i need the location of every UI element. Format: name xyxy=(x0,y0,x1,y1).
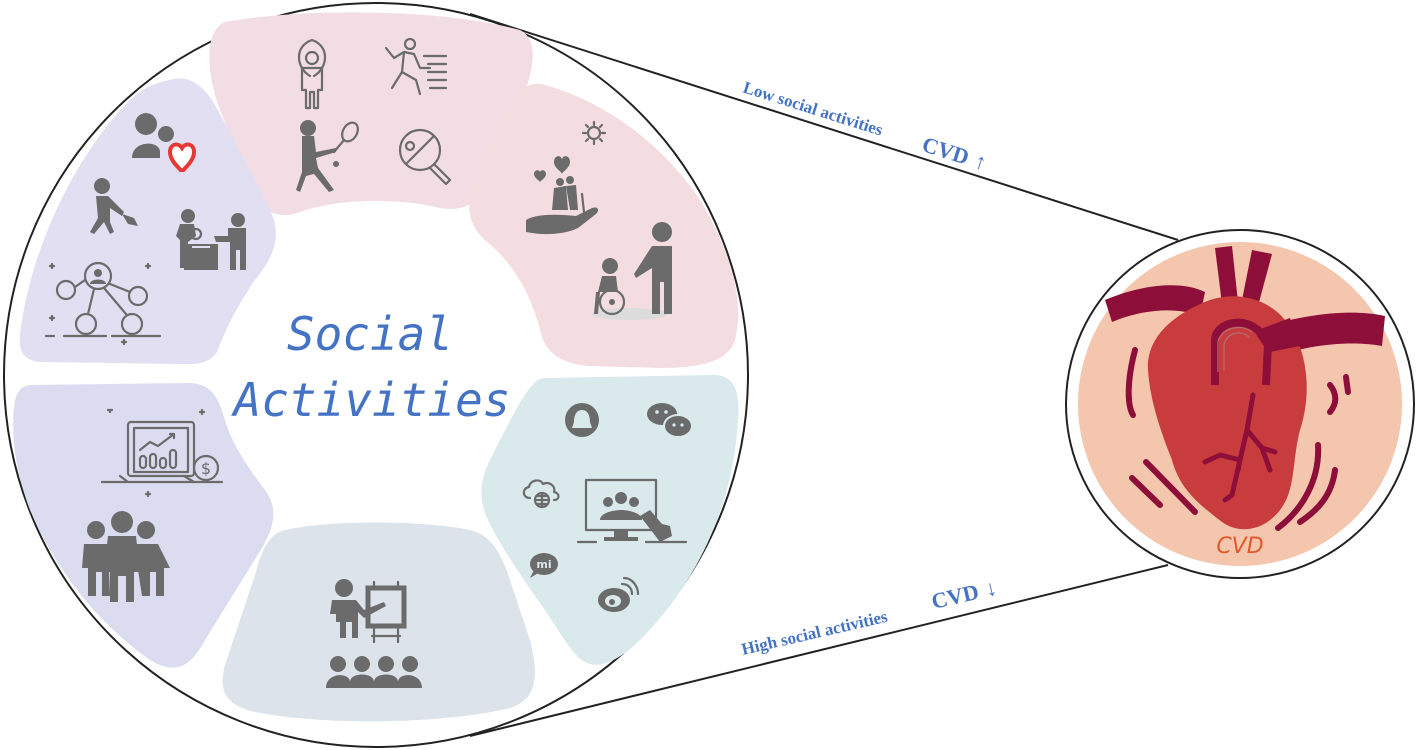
segment-caregiving xyxy=(469,83,739,368)
team-group-icon xyxy=(82,511,170,602)
low-social-outcome: CVD xyxy=(919,131,972,169)
laptop-finance-icon: $ xyxy=(100,408,224,498)
segment-education xyxy=(222,522,535,722)
low-social-text: Low social activities xyxy=(741,78,886,140)
segment-online-social: mi xyxy=(481,375,739,665)
network-people-icon xyxy=(44,261,162,346)
cvd-heart-label: CVD xyxy=(1216,534,1263,559)
online-meeting-icon xyxy=(576,478,688,544)
high-social-outcome: CVD xyxy=(929,579,981,614)
cvd-heart-circle: CVD xyxy=(1065,229,1415,579)
sweeping-icon xyxy=(90,178,138,234)
charity-people-icon xyxy=(132,113,197,173)
segment-sports-bg xyxy=(209,12,533,216)
segment-education-bg xyxy=(222,522,535,722)
svg-text:mi: mi xyxy=(536,558,551,571)
tennis-icon xyxy=(296,120,359,192)
running-icon xyxy=(384,37,448,96)
elderly-care-hand-icon xyxy=(526,156,599,235)
sun-icon xyxy=(581,120,607,146)
donation-box-icon xyxy=(176,209,246,270)
top-connector-line xyxy=(469,13,1179,241)
wheelchair-assist-icon xyxy=(592,222,672,320)
heart-icon xyxy=(1105,246,1385,531)
segment-volunteering xyxy=(19,78,276,365)
segment-volunteering-bg xyxy=(19,78,276,365)
mi-chat-icon: mi xyxy=(530,553,558,578)
segment-sports xyxy=(209,12,533,216)
segment-work-groups: $ xyxy=(13,383,274,668)
arrow-down-icon: ↓ xyxy=(983,575,999,602)
center-title-line2: Activities xyxy=(231,373,511,427)
center-title-line1: Social xyxy=(287,307,453,361)
wechat-icon xyxy=(647,403,693,438)
bottom-connector-line xyxy=(469,564,1169,737)
qq-icon xyxy=(565,403,599,437)
ping-pong-icon xyxy=(398,128,452,186)
svg-text:$: $ xyxy=(201,459,211,478)
presentation-icon xyxy=(326,579,422,688)
cloud-globe-icon xyxy=(522,479,560,509)
low-social-label: Low social activities CVD ↑ xyxy=(741,78,990,175)
jump-rope-icon xyxy=(297,38,327,110)
weibo-icon xyxy=(598,576,640,612)
arrow-up-icon: ↑ xyxy=(972,148,990,175)
